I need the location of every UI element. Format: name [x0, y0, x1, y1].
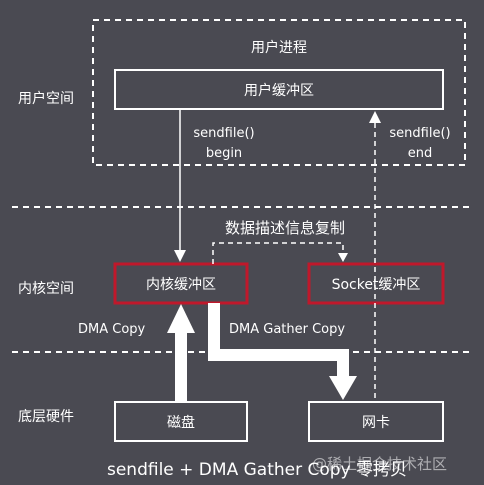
dma-copy-arrowhead [167, 304, 195, 333]
kernel-buffer-label: 内核缓冲区 [146, 277, 216, 293]
region-label-kernel-space: 内核空间 [18, 281, 74, 297]
nic-label: 网卡 [362, 415, 390, 431]
region-label-user-space: 用户空间 [18, 91, 74, 107]
socket-buffer-box [307, 262, 445, 305]
descriptor-copy-arrowhead [338, 253, 348, 262]
region-label-hardware: 底层硬件 [18, 409, 74, 425]
sendfile-end-label: sendfile() end [389, 126, 451, 161]
dma-copy-arrow-shaft [175, 330, 187, 402]
nic-box [308, 401, 444, 442]
watermark: @稀土掘金技术社区 [312, 455, 448, 473]
user-buffer-label: 用户缓冲区 [244, 83, 314, 99]
diagram-caption: sendfile + DMA Gather Copy 零拷贝 [106, 460, 408, 480]
user-process-frame [92, 19, 466, 166]
user-process-label: 用户进程 [251, 40, 307, 56]
dma-copy-label: DMA Copy [78, 322, 146, 337]
sendfile-begin-label: sendfile() begin [193, 126, 255, 161]
socket-buffer-label: Socket缓冲区 [331, 277, 421, 293]
descriptor-copy-path [212, 242, 344, 264]
disk-label: 磁盘 [167, 415, 195, 431]
descriptor-copy-label: 数据描述信息复制 [224, 219, 345, 237]
user-buffer-box [114, 69, 444, 110]
dma-gather-arrow-shaft [208, 303, 349, 378]
dma-gather-copy-label: DMA Gather Copy [229, 322, 346, 337]
kernel-buffer-box [113, 262, 249, 305]
dma-gather-arrowhead [329, 376, 357, 400]
